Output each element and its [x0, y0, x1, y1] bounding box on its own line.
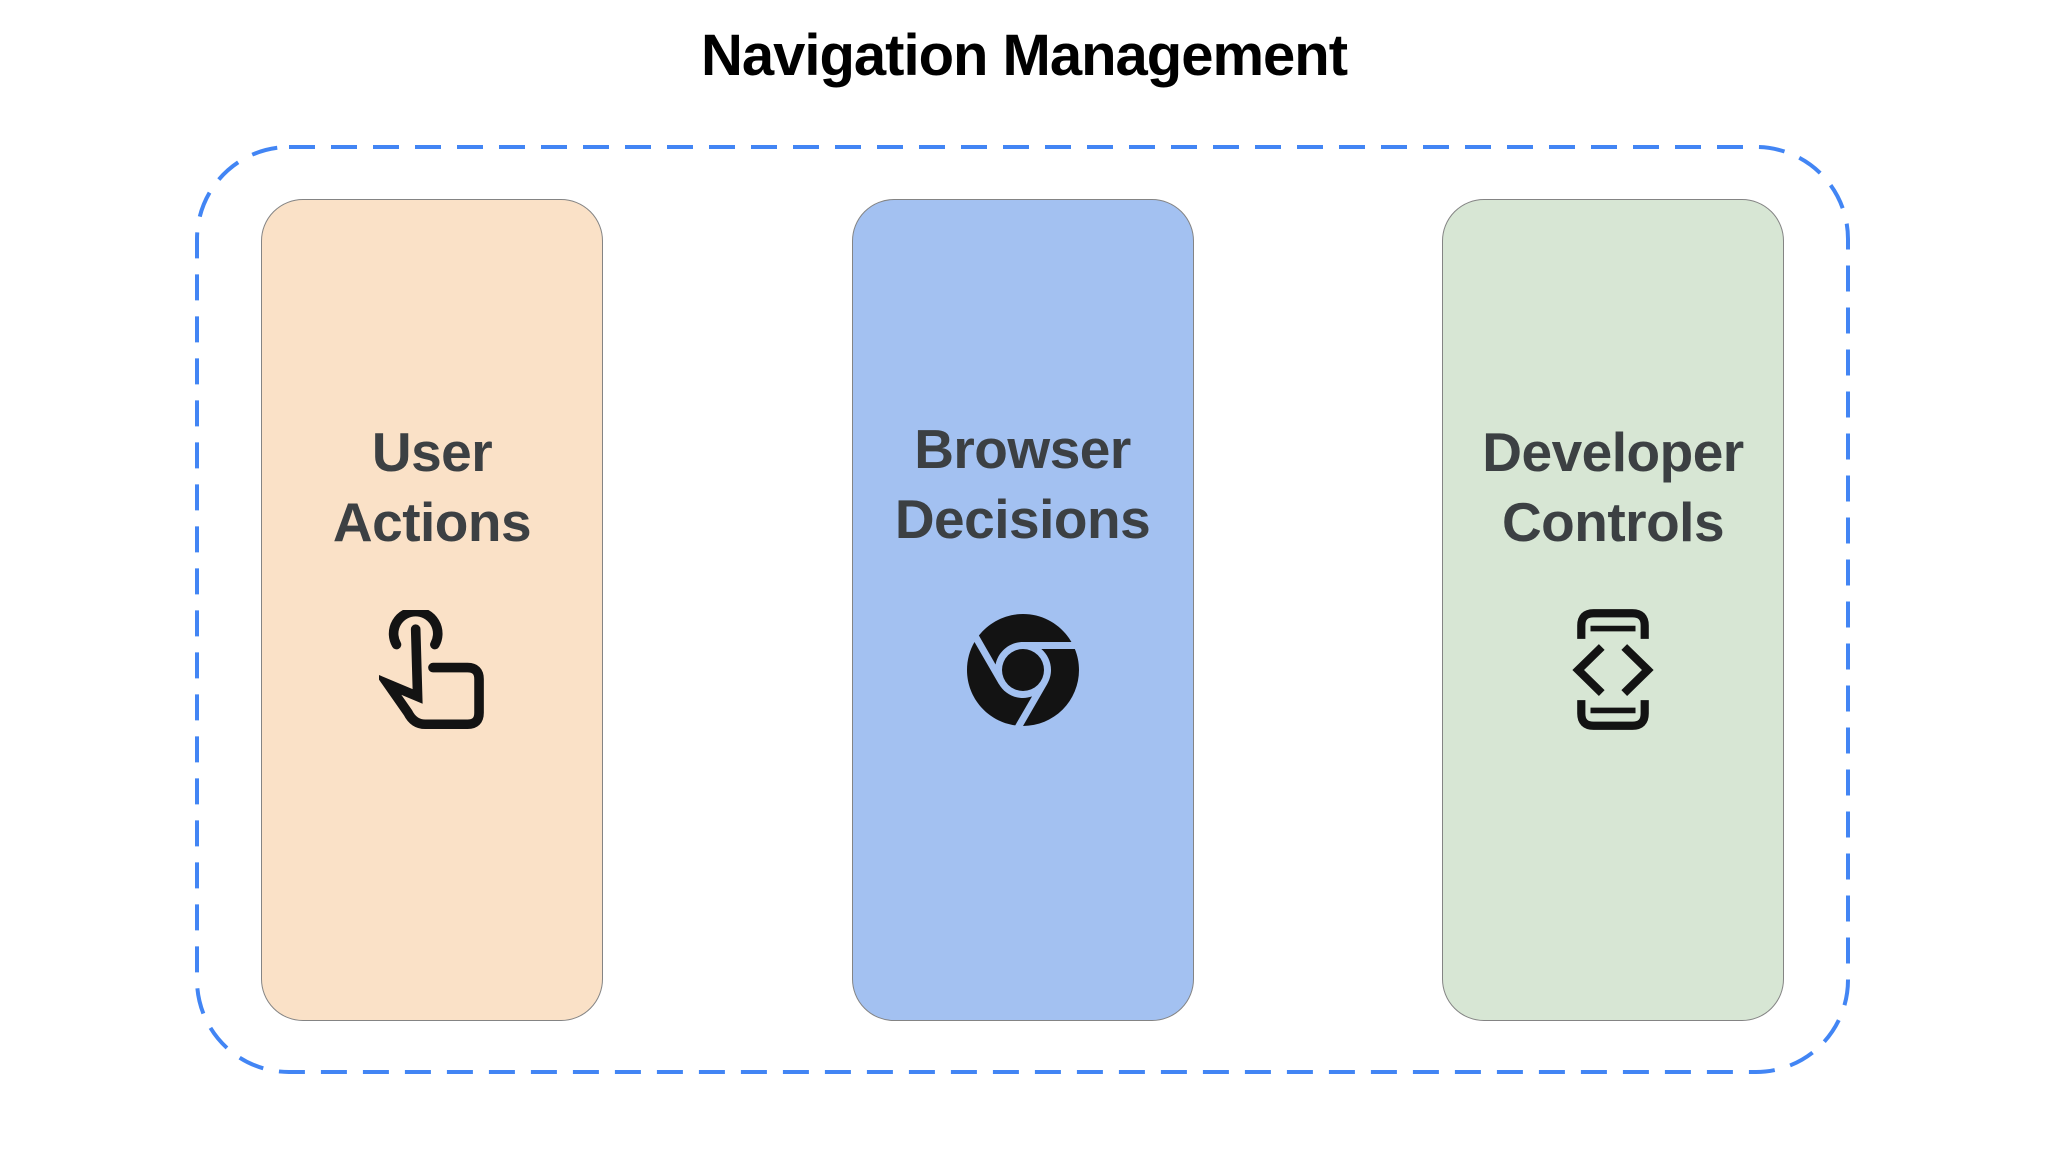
chrome-browser-icon	[960, 607, 1086, 733]
developer-mode-icon	[1568, 609, 1658, 731]
diagram-title: Navigation Management	[700, 23, 1348, 88]
card-user-actions-label: User Actions	[332, 421, 532, 553]
card-browser-decisions-label: Browser Decisions	[894, 418, 1151, 550]
card-developer-controls: Developer Controls	[1442, 199, 1784, 1021]
card-developer-controls-label: Developer Controls	[1482, 420, 1744, 553]
card-user-actions: User Actions	[261, 199, 603, 1021]
card-browser-decisions: Browser Decisions	[851, 199, 1194, 1021]
navigation-management-frame: User Actions Browser Decisions	[195, 145, 1850, 1074]
dashed-frame-border	[195, 145, 1850, 1074]
touch-gesture-icon	[379, 609, 485, 730]
cards-row: User Actions Browser Decisions	[195, 145, 1850, 1074]
